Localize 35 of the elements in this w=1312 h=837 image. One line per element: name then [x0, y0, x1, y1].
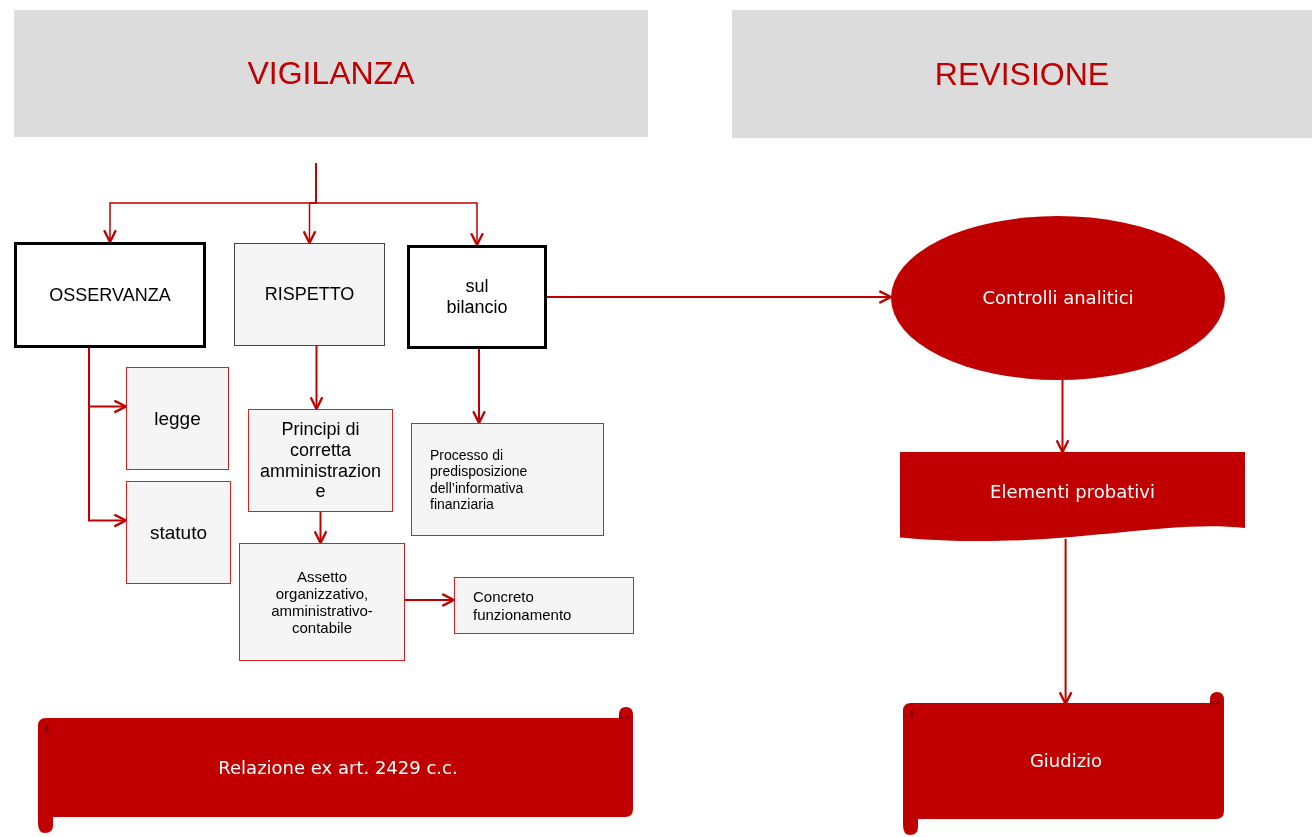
arrow: [88, 347, 128, 528]
node-label: Processo di predisposizione dell’informativa finanziaria: [430, 447, 529, 512]
header-band: [732, 10, 1312, 138]
process-box: [454, 577, 634, 634]
node-label: Principi di corretta amministrazione: [259, 419, 382, 502]
arrow: [1055, 379, 1070, 454]
process-box: [248, 409, 393, 512]
node-label: Controlli analitici: [982, 287, 1134, 309]
node-label: REVISIONE: [934, 55, 1110, 93]
node-label: RISPETTO: [264, 284, 355, 305]
node-label: Giudizio: [1029, 751, 1103, 772]
arrow: [309, 345, 324, 411]
node-label: VIGILANZA: [247, 55, 415, 92]
arrow: [315, 162, 484, 247]
process-box: [239, 543, 405, 661]
node-label: Elementi probativi: [990, 482, 1155, 503]
node-label: legge: [154, 407, 201, 430]
node-label: OSSERVANZA: [49, 284, 171, 306]
arrow: [472, 348, 486, 425]
arrow: [1058, 538, 1073, 706]
node-label: Assetto organizzativo, amministrativo-contabile: [270, 567, 374, 637]
node-label: Relazione ex art. 2429 c.c.: [218, 757, 458, 779]
process-box: [234, 243, 385, 346]
node-label: sul bilancio: [445, 276, 509, 318]
node-label: Concreto funzionamento: [473, 588, 573, 623]
arrow: [404, 593, 456, 607]
header-band: [14, 10, 648, 137]
process-box: [126, 481, 231, 584]
arrow: [313, 511, 328, 545]
node-label: statuto: [149, 521, 207, 544]
process-box: [126, 367, 229, 470]
process-box: [411, 423, 604, 536]
process-box: [14, 242, 206, 348]
arrow: [546, 290, 893, 304]
process-box: [407, 245, 547, 349]
